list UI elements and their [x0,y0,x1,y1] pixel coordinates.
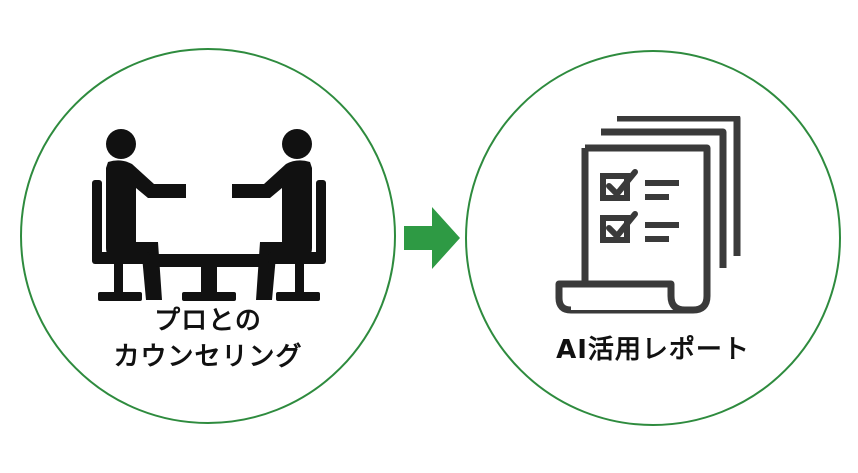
report-label: AI活用レポート [556,335,750,365]
meeting-icon [92,129,326,301]
counseling-label-line2: カウンセリング [113,342,303,372]
right-arrow-icon [404,207,460,269]
counseling-label-line1: プロとの [154,306,262,336]
report-icon [555,116,741,314]
report-step: AI活用レポート [465,50,841,426]
counseling-step: プロとの カウンセリング [20,48,396,424]
counseling-label: プロとの カウンセリング [22,303,394,375]
